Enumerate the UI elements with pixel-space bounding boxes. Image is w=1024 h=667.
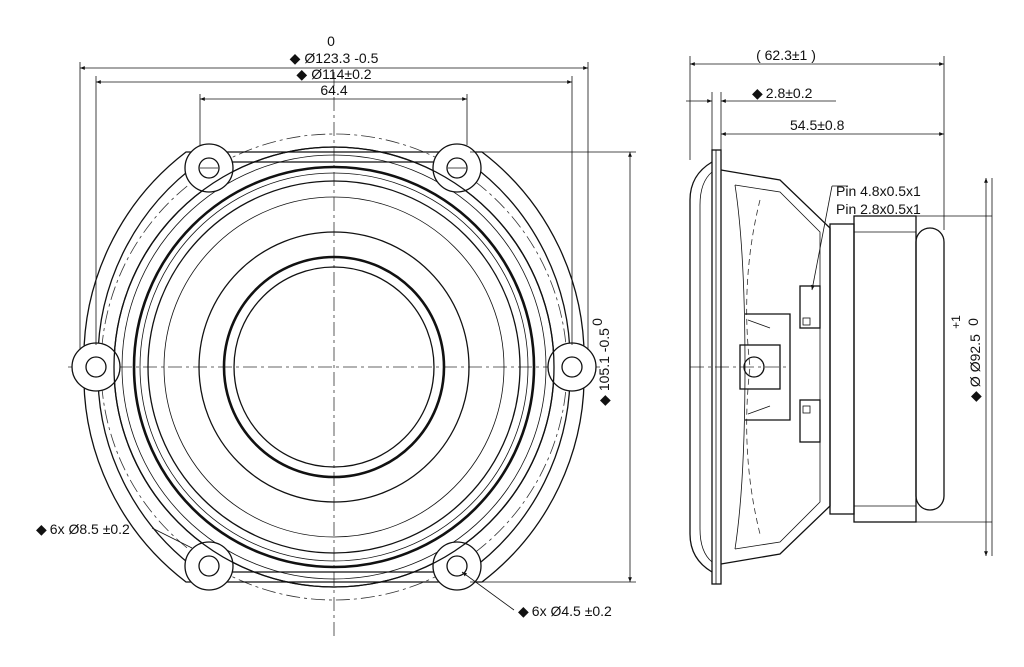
holes-small-label: ◆6x Ø4.5 ±0.2 [518, 603, 612, 619]
magnet-diameter-text: Ø Ø92.5 [967, 334, 983, 387]
cone-outer [198, 231, 470, 503]
diamond-symbol: ◆ [290, 50, 301, 66]
cone-inner [222, 255, 446, 479]
leader-large-holes [151, 527, 193, 549]
side-magnet-plate [829, 223, 855, 515]
dust-cap [233, 266, 435, 468]
mounting-lug-left [71, 342, 121, 392]
flange-thickness-text: 2.8±0.2 [766, 85, 813, 101]
magnet-tol-zero: 0 [965, 318, 981, 326]
front-view [68, 62, 636, 636]
dim-flat-width-label: 64.4 [320, 82, 347, 98]
diamond-symbol: ◆ [752, 85, 763, 101]
holes-large-label: ◆6x Ø8.5 ±0.2 [36, 521, 130, 537]
side-view [686, 56, 993, 585]
surround-outer [132, 165, 536, 569]
basket-ring-2 [121, 154, 547, 580]
diamond-symbol: ◆ [967, 391, 983, 402]
outer-diameter-text: Ø123.3 -0.5 [304, 50, 378, 66]
dim-height-label: ◆ 105.1 -0.5 [596, 328, 612, 406]
cone-edge [163, 196, 505, 538]
dim-flange-thickness-label: ◆2.8±0.2 [752, 85, 813, 101]
mounting-lug-bottom-left [184, 541, 234, 591]
side-terminal-block [739, 344, 781, 390]
surround-mid [139, 172, 529, 562]
pin-small-label: Pin 2.8x0.5x1 [836, 201, 921, 217]
mounting-lug-bottom-right [432, 541, 482, 591]
surround-inner [147, 180, 521, 554]
mounting-lug-top-left [184, 143, 234, 193]
height-value-text: 105.1 -0.5 [596, 328, 612, 391]
pin-large-label: Pin 4.8x0.5x1 [836, 183, 921, 199]
magnet-diameter-label: ◆ Ø Ø92.5 [967, 334, 983, 402]
dim-height-tol: 0 [589, 318, 605, 326]
side-backplate [915, 227, 945, 511]
diamond-symbol: ◆ [36, 521, 47, 537]
mounting-lug-right [547, 342, 597, 392]
side-surround [689, 161, 713, 573]
mounting-lug-top-right [432, 143, 482, 193]
magnet-tol-plus: +1 [949, 315, 963, 329]
holes-large-text: 6x Ø8.5 ±0.2 [50, 521, 130, 537]
dim-bolt-circle-label: ◆Ø114±0.2 [296, 66, 371, 82]
pin-small [799, 399, 821, 443]
dim-outer-diameter-label: ◆Ø123.3 -0.5 [290, 50, 379, 66]
holes-small-text: 6x Ø4.5 ±0.2 [532, 603, 612, 619]
diamond-symbol: ◆ [296, 66, 307, 82]
dim-mount-depth-label: 54.5±0.8 [790, 117, 845, 133]
pin-large [799, 285, 821, 329]
side-flange [711, 149, 722, 585]
front-tol-top: 0 [327, 33, 335, 49]
leader-small-holes [461, 571, 515, 611]
dim-overall-depth-label: ( 62.3±1 ) [756, 47, 816, 63]
side-magnet [853, 215, 917, 523]
leader-pin-large [811, 185, 833, 291]
bolt-circle-text: Ø114±0.2 [311, 66, 372, 82]
diamond-symbol: ◆ [596, 395, 612, 406]
diamond-symbol: ◆ [518, 603, 529, 619]
